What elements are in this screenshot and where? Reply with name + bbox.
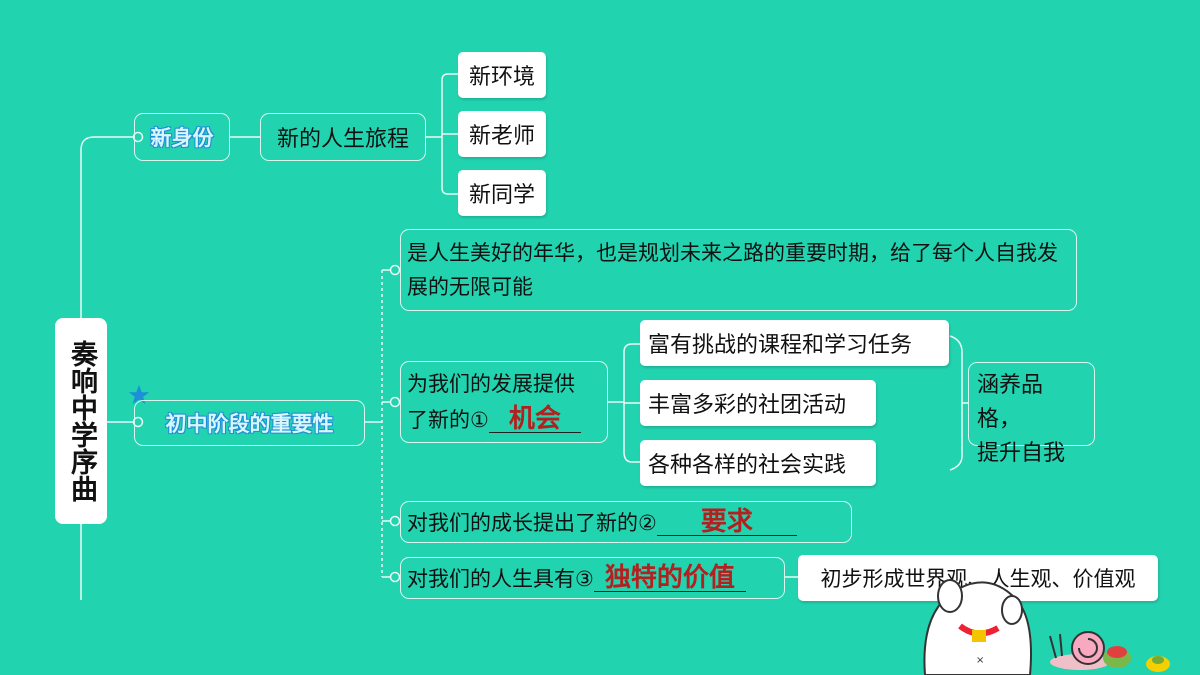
unique-value-text: 对我们的人生具有③ <box>407 567 594 591</box>
svg-text:×: × <box>976 655 984 666</box>
answer-opportunity: 机会 <box>488 406 581 433</box>
result-cultivate-character: 涵养品格， 提升自我 <box>968 362 1095 466</box>
item-club-activities: 丰富多彩的社团活动 <box>640 380 876 426</box>
star-icon <box>128 384 150 405</box>
opportunity-line2-text: 了新的① <box>407 408 489 432</box>
result-line2: 提升自我 <box>977 441 1066 466</box>
branch-importance: 初中阶段的重要性 <box>134 400 365 446</box>
requirements-text: 对我们的成长提出了新的② <box>407 511 657 535</box>
leaf-new-teacher: 新老师 <box>458 111 546 157</box>
answer-requirements: 要求 <box>656 509 797 536</box>
answer-unique-value: 独特的价值 <box>593 565 746 592</box>
cartoon-decoration-icon: × <box>923 579 1170 675</box>
leaf-new-classmates: 新同学 <box>458 170 546 216</box>
sub-new-life-journey: 新的人生旅程 <box>260 113 426 161</box>
item-social-practice: 各种各样的社会实践 <box>640 440 876 486</box>
result-line1: 涵养品格， <box>977 373 1044 432</box>
leaf-new-environment: 新环境 <box>458 52 546 98</box>
opportunity-line1: 为我们的发展提供 <box>407 372 575 396</box>
item-challenging-courses: 富有挑战的课程和学习任务 <box>640 320 949 366</box>
point-beautiful-years: 是人生美好的年华，也是规划未来之路的重要时期，给了每个人自我发展的无限可能 <box>400 229 1077 311</box>
branch-new-identity: 新身份 <box>134 113 230 161</box>
page-title: 奏响中学序曲 <box>55 318 107 524</box>
